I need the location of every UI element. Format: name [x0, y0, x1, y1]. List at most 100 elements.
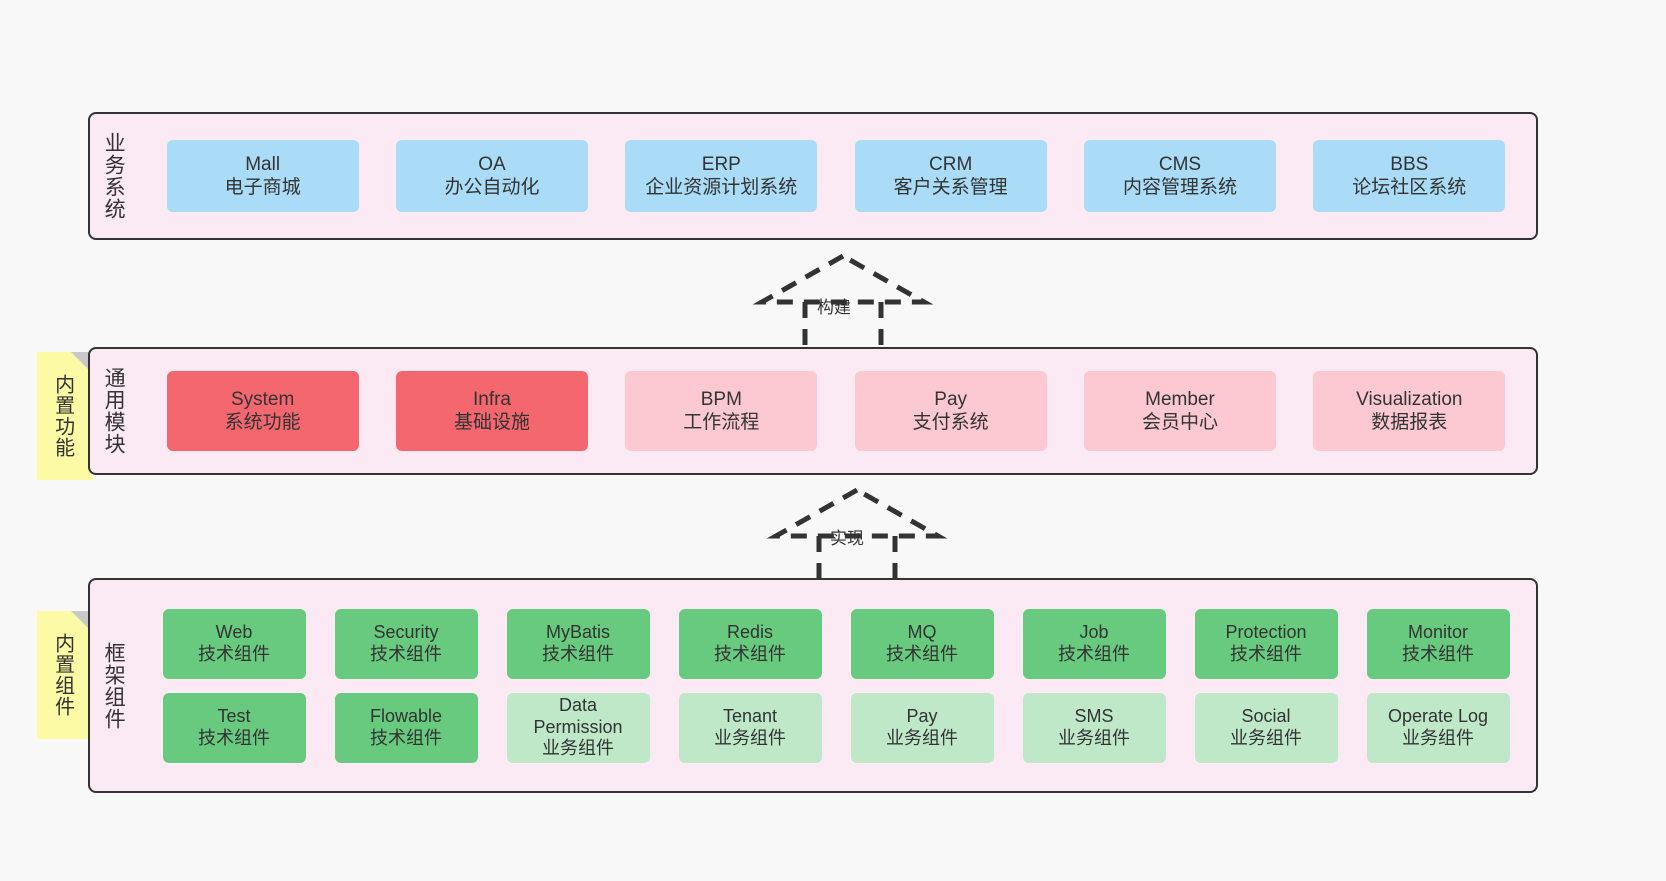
list-item: CMS 内容管理系统: [1065, 140, 1294, 212]
list-item: Operate Log 业务组件: [1352, 692, 1524, 763]
list-item: SMS 业务组件: [1008, 692, 1180, 763]
box-title: CRM: [929, 153, 973, 175]
box-title: Redis: [726, 621, 774, 642]
box-subtitle: 办公自动化: [444, 177, 540, 198]
list-item: Data Permission 业务组件: [492, 692, 664, 763]
box-title: Tenant: [722, 705, 778, 726]
note-fold-icon: [71, 611, 93, 633]
framework-box-test[interactable]: Test 技术组件: [162, 692, 306, 763]
framework-box-redis[interactable]: Redis 技术组件: [678, 608, 822, 679]
list-item: CRM 客户关系管理: [836, 140, 1065, 212]
box-title: Job: [1079, 621, 1109, 642]
box-subtitle: 技术组件: [714, 643, 786, 664]
box-subtitle: 业务组件: [714, 727, 786, 748]
layer-modules-body: System 系统功能 Infra 基础设施 BPM 工作流程 Pay: [136, 349, 1536, 473]
business-box-erp[interactable]: ERP 企业资源计划系统: [625, 140, 818, 212]
framework-box-tenant[interactable]: Tenant 业务组件: [678, 692, 822, 763]
business-box-crm[interactable]: CRM 客户关系管理: [854, 140, 1047, 212]
list-item: MQ 技术组件: [836, 608, 1008, 679]
layer-business-systems: 业务系统 Mall 电子商城 OA 办公自动化 ERP 企业资源计划系统: [88, 112, 1538, 240]
framework-row-2: Test 技术组件 Flowable 技术组件 Data Permission …: [148, 692, 1524, 763]
list-item: Mall 电子商城: [148, 140, 377, 212]
box-title: MyBatis: [545, 621, 610, 642]
framework-box-monitor[interactable]: Monitor 技术组件: [1366, 608, 1510, 679]
box-title: ERP: [701, 153, 741, 175]
box-subtitle: 电子商城: [224, 177, 301, 198]
framework-box-operate-log[interactable]: Operate Log 业务组件: [1366, 692, 1510, 763]
framework-box-social[interactable]: Social 业务组件: [1194, 692, 1338, 763]
framework-box-data-permission[interactable]: Data Permission 业务组件: [506, 692, 650, 763]
note-builtin-features: 内置功能: [37, 352, 93, 480]
box-subtitle: 技术组件: [198, 727, 270, 748]
realization-arrow-icon: [752, 253, 934, 350]
box-subtitle: 会员中心: [1141, 412, 1218, 433]
box-subtitle: 技术组件: [370, 727, 442, 748]
connector-build-label: 构建: [817, 298, 851, 317]
box-subtitle: 数据报表: [1371, 412, 1448, 433]
framework-box-mybatis[interactable]: MyBatis 技术组件: [506, 608, 650, 679]
module-box-bpm[interactable]: BPM 工作流程: [625, 371, 818, 451]
box-subtitle: 技术组件: [1058, 643, 1130, 664]
note-builtin-components: 内置组件: [37, 611, 93, 739]
list-item: System 系统功能: [148, 371, 377, 451]
box-title: BBS: [1390, 153, 1429, 175]
list-item: BPM 工作流程: [607, 371, 836, 451]
box-title: Web: [215, 621, 253, 642]
box-title: Security: [373, 621, 439, 642]
module-box-infra[interactable]: Infra 基础设施: [395, 371, 588, 451]
list-item: Infra 基础设施: [377, 371, 606, 451]
box-title: Member: [1145, 388, 1215, 410]
box-subtitle: 基础设施: [453, 412, 530, 433]
list-item: Protection 技术组件: [1180, 608, 1352, 679]
layer-framework-body: Web 技术组件 Security 技术组件 MyBatis 技术组件: [136, 580, 1536, 791]
framework-box-mq[interactable]: MQ 技术组件: [850, 608, 994, 679]
layer-framework-components: 框架组件 Web 技术组件 Security 技术组件: [88, 578, 1538, 793]
realization-arrow-icon: [766, 487, 948, 584]
layer-business-title: 业务系统: [102, 132, 126, 220]
list-item: OA 办公自动化: [377, 140, 606, 212]
list-item: Redis 技术组件: [664, 608, 836, 679]
framework-box-pay[interactable]: Pay 业务组件: [850, 692, 994, 763]
layer-business-body: Mall 电子商城 OA 办公自动化 ERP 企业资源计划系统 CRM: [136, 114, 1536, 238]
box-subtitle: 论坛社区系统: [1352, 177, 1467, 198]
box-subtitle: 客户关系管理: [893, 177, 1008, 198]
connector-implement: [762, 484, 952, 584]
box-title: Visualization: [1356, 388, 1463, 410]
box-subtitle: 工作流程: [683, 412, 760, 433]
box-title: SMS: [1074, 705, 1114, 726]
list-item: Security 技术组件: [320, 608, 492, 679]
framework-box-protection[interactable]: Protection 技术组件: [1194, 608, 1338, 679]
box-title: Pay: [906, 705, 938, 726]
business-box-mall[interactable]: Mall 电子商城: [166, 140, 359, 212]
layer-framework-title: 框架组件: [102, 641, 126, 730]
box-title: Social: [1241, 705, 1291, 726]
business-box-bbs[interactable]: BBS 论坛社区系统: [1313, 140, 1506, 212]
box-title: Test: [217, 705, 251, 726]
box-subtitle: 系统功能: [224, 412, 301, 433]
box-subtitle: 业务组件: [542, 738, 614, 759]
box-title: MQ: [907, 621, 937, 642]
layer-modules-title: 通用模块: [102, 367, 126, 455]
framework-box-flowable[interactable]: Flowable 技术组件: [334, 692, 478, 763]
framework-box-web[interactable]: Web 技术组件: [162, 608, 306, 679]
list-item: MyBatis 技术组件: [492, 608, 664, 679]
list-item: Tenant 业务组件: [664, 692, 836, 763]
box-title: OA: [478, 153, 506, 175]
box-subtitle: 业务组件: [1230, 727, 1302, 748]
framework-box-security[interactable]: Security 技术组件: [334, 608, 478, 679]
framework-box-job[interactable]: Job 技术组件: [1022, 608, 1166, 679]
framework-box-sms[interactable]: SMS 业务组件: [1022, 692, 1166, 763]
box-title: System: [230, 388, 295, 410]
box-subtitle: 技术组件: [1402, 643, 1474, 664]
list-item: Pay 业务组件: [836, 692, 1008, 763]
list-item: Flowable 技术组件: [320, 692, 492, 763]
box-title: Flowable: [369, 705, 443, 726]
module-box-visualization[interactable]: Visualization 数据报表: [1313, 371, 1506, 451]
business-box-cms[interactable]: CMS 内容管理系统: [1083, 140, 1276, 212]
business-box-oa[interactable]: OA 办公自动化: [395, 140, 588, 212]
module-box-pay[interactable]: Pay 支付系统: [854, 371, 1047, 451]
layer-general-modules: 通用模块 System 系统功能 Infra 基础设施 BPM 工作流程: [88, 347, 1538, 475]
module-box-member[interactable]: Member 会员中心: [1083, 371, 1276, 451]
module-box-system[interactable]: System 系统功能: [166, 371, 359, 451]
